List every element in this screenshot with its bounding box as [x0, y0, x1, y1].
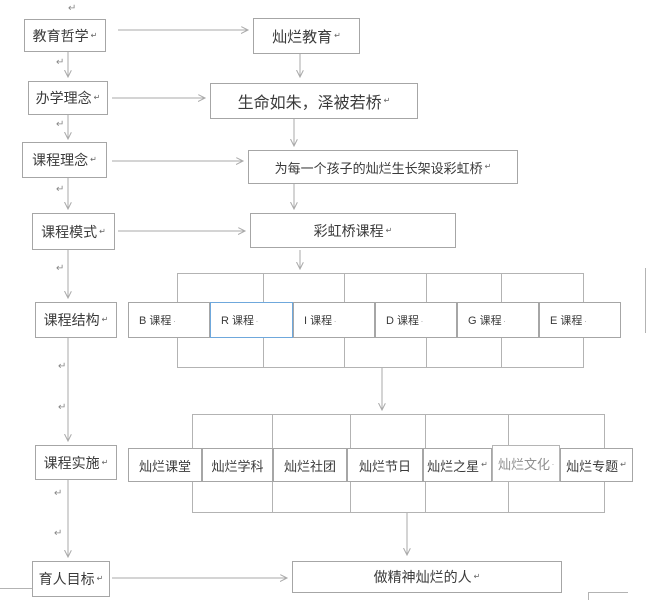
node-motto[interactable]: 生命如朱，泽被若桥↵ [210, 83, 418, 119]
node-curriculum-philosophy[interactable]: 课程理念↵ [22, 142, 107, 178]
paragraph-mark: ↵ [93, 93, 101, 102]
paragraph-mark: ↵ [56, 119, 65, 130]
node-label: R 课程 [221, 315, 254, 327]
node-label: 课程结构 [43, 312, 100, 328]
node-label: G 课程 [468, 315, 502, 327]
paragraph-mark: ↵ [383, 96, 391, 105]
paragraph-mark: ↵ [481, 460, 488, 469]
paragraph-mark: . [334, 316, 337, 324]
node-course-r-selected[interactable]: R 课程. [210, 302, 293, 338]
paragraph-mark: ↵ [99, 226, 106, 236]
paragraph-mark: ↵ [484, 162, 492, 171]
horizontal-arrows [112, 30, 287, 578]
node-label: 灿烂教育 [272, 28, 333, 46]
paragraph-mark: ↵ [473, 572, 481, 581]
node-label: 灿烂文化 [498, 457, 551, 472]
node-course-e[interactable]: E 课程. [539, 302, 621, 338]
node-curriculum-implementation[interactable]: 课程实施↵ [35, 445, 117, 480]
node-school-philosophy[interactable]: 办学理念↵ [28, 81, 108, 115]
paragraph-mark: . [584, 316, 587, 324]
paragraph-mark: . [503, 316, 506, 324]
node-label: 为每一个孩子的灿烂生长架设彩虹桥 [274, 160, 483, 176]
node-label: D 课程 [386, 315, 419, 327]
paragraph-mark: ↵ [56, 57, 65, 68]
paragraph-mark: ↵ [96, 574, 104, 583]
node-final-goal[interactable]: 做精神灿烂的人↵ [292, 561, 562, 593]
node-label: 灿烂之星 [427, 458, 480, 474]
paragraph-mark: . [552, 460, 554, 467]
paragraph-mark: ↵ [56, 184, 65, 195]
node-label: B 课程 [139, 315, 172, 327]
paragraph-mark: ↵ [385, 225, 393, 235]
node-brilliant-star[interactable]: 灿烂之星↵ [423, 448, 492, 482]
node-course-d[interactable]: D 课程. [375, 302, 457, 338]
node-label: E 课程 [550, 315, 583, 327]
node-label: 灿烂专题 [566, 458, 619, 474]
node-label: 灿烂课堂 [138, 458, 191, 474]
paragraph-mark: . [421, 316, 423, 324]
node-curriculum-model[interactable]: 课程模式↵ [32, 213, 115, 250]
node-course-i[interactable]: I 课程. [293, 302, 375, 338]
paragraph-mark: ↵ [101, 315, 109, 324]
paragraph-mark: ↵ [58, 402, 67, 413]
node-label: 生命如朱，泽被若桥 [237, 95, 382, 112]
node-label: 课程理念 [32, 152, 89, 168]
paragraph-mark: . [256, 316, 258, 324]
paragraph-mark: . [173, 316, 176, 324]
paragraph-mark: ↵ [101, 457, 109, 467]
node-label: 彩虹桥课程 [313, 222, 384, 239]
paragraph-mark: ↵ [58, 361, 67, 372]
paragraph-mark: ↵ [68, 3, 77, 14]
paragraph-mark: ↵ [620, 460, 627, 469]
paragraph-mark: ↵ [54, 528, 63, 539]
paragraph-mark: ↵ [90, 30, 98, 40]
node-education-goal[interactable]: 育人目标↵ [32, 561, 110, 597]
paragraph-mark: ↵ [56, 263, 65, 274]
node-course-g[interactable]: G 课程. [457, 302, 539, 338]
node-brilliant-club[interactable]: 灿烂社团 [273, 448, 347, 482]
paragraph-mark: ↵ [90, 155, 97, 164]
node-curriculum-vision[interactable]: 为每一个孩子的灿烂生长架设彩虹桥↵ [248, 150, 518, 184]
node-brilliant-education[interactable]: 灿烂教育↵ [253, 18, 360, 54]
paragraph-mark: ↵ [54, 488, 63, 499]
node-brilliant-festival[interactable]: 灿烂节日 [347, 448, 423, 482]
paragraph-mark: ↵ [334, 31, 341, 40]
node-curriculum-structure[interactable]: 课程结构↵ [35, 302, 117, 338]
right-column-arrows [294, 54, 407, 555]
node-label: 做精神灿烂的人 [373, 569, 472, 585]
node-label: 灿烂社团 [283, 458, 336, 474]
node-brilliant-culture[interactable]: 灿烂文化. [492, 445, 560, 482]
node-brilliant-subject[interactable]: 灿烂学科 [202, 448, 273, 482]
node-label: 课程模式 [41, 223, 98, 240]
node-rainbow-bridge-curriculum[interactable]: 彩虹桥课程↵ [250, 213, 456, 248]
node-label: I 课程 [304, 315, 333, 327]
node-label: 办学理念 [35, 90, 92, 106]
node-label: 育人目标 [38, 571, 95, 587]
node-education-philosophy[interactable]: 教育哲学↵ [24, 19, 106, 52]
node-brilliant-topic[interactable]: 灿烂专题↵ [560, 448, 633, 482]
node-course-b[interactable]: B 课程. [128, 302, 210, 338]
node-brilliant-classroom[interactable]: 灿烂课堂 [128, 448, 202, 482]
node-label: 教育哲学 [32, 27, 89, 44]
node-label: 灿烂学科 [211, 458, 264, 474]
node-label: 灿烂节日 [358, 458, 411, 474]
node-label: 课程实施 [43, 454, 100, 471]
